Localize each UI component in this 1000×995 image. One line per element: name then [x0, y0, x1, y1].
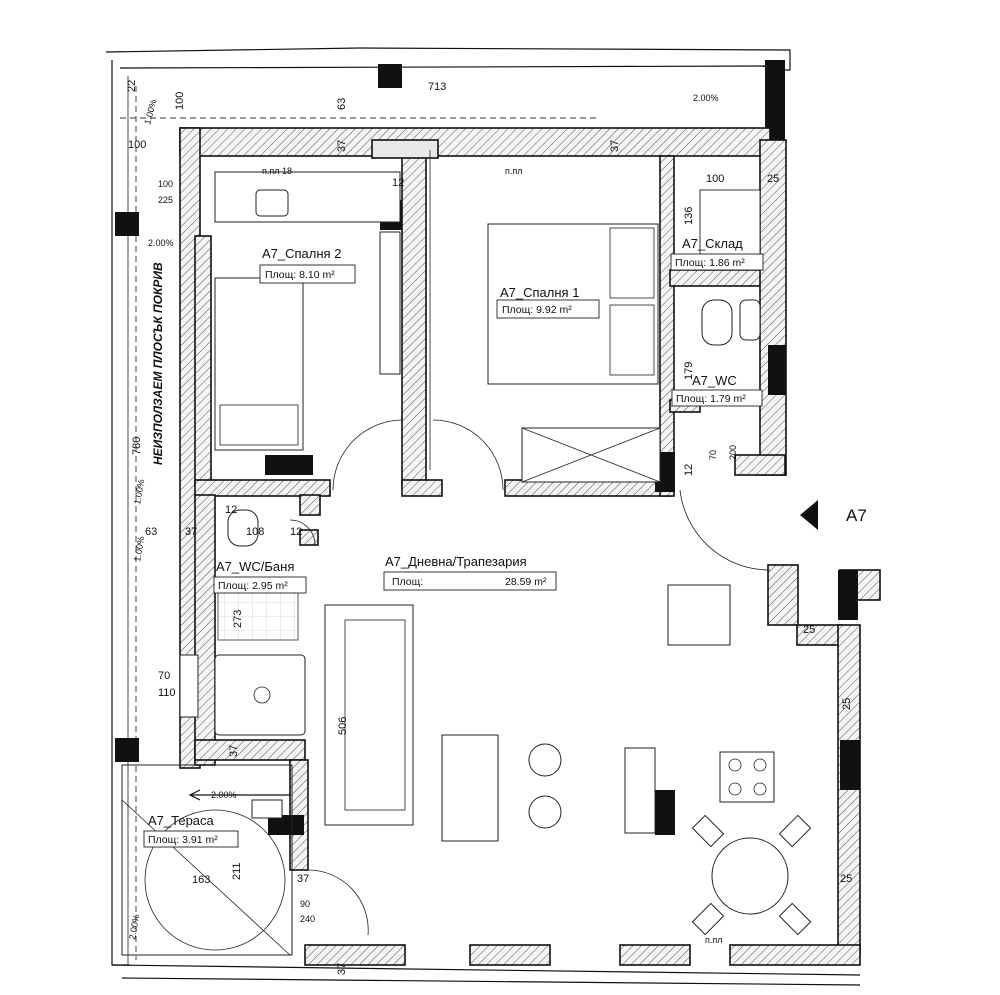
roof-column — [115, 738, 139, 762]
dim-63-left: 63 — [145, 526, 157, 538]
stool — [528, 743, 562, 777]
coffee-table — [441, 734, 499, 842]
dim-12-right: 12 — [683, 464, 695, 476]
bedroom1-floor-note: п.пл — [505, 166, 523, 176]
dim-37-terrace: 37 — [297, 873, 309, 885]
dim-25-wall: 25 — [841, 698, 853, 710]
ac-unit — [251, 799, 283, 819]
slope-3: 2.00% — [148, 238, 174, 248]
living-area-label: Площ: — [392, 576, 423, 588]
dim-37-left: 37 — [185, 526, 197, 538]
dim-273: 273 — [232, 610, 244, 628]
cooktop — [719, 751, 775, 803]
slope-6: 2.00% — [211, 790, 237, 800]
dim-200: 200 — [728, 445, 738, 460]
tv-unit — [624, 747, 656, 834]
shower-tray — [214, 654, 306, 736]
sofa — [324, 604, 414, 826]
terrace-name: A7_Тераса — [148, 813, 215, 828]
dim-179: 179 — [683, 362, 695, 380]
dim-37: 37 — [336, 140, 348, 152]
bedroom1-area: Площ: 9.92 m² — [502, 304, 572, 316]
roof-column — [115, 212, 139, 236]
dim-37-bath: 37 — [228, 745, 240, 757]
roof-column — [378, 64, 402, 88]
dim-100-left: 100 — [128, 139, 146, 151]
living-furniture — [324, 584, 812, 936]
dim-100: 100 — [706, 173, 724, 185]
washing-machine — [179, 654, 199, 718]
dim-240: 240 — [300, 914, 315, 924]
wc-bath-name: A7_WC/Баня — [216, 559, 294, 574]
bedroom1-name: A7_Спалня 1 — [500, 285, 579, 300]
bedroom2-name: A7_Спалня 2 — [262, 246, 341, 261]
slope-1: 1.00% — [142, 98, 158, 125]
terrace-area: Площ: 3.91 m² — [148, 834, 218, 846]
dim-12-bath: 12 — [225, 504, 237, 516]
room-labels: A7_Спалня 2 Площ: 8.10 m² п.пл 18 A7_Спа… — [143, 166, 764, 945]
dim-22: 22 — [126, 80, 138, 92]
toilet — [701, 299, 733, 346]
dim-37-bottom: 37 — [336, 963, 348, 975]
dimension-labels: 713 780 506 100 100 22 63 37 37 12 100 2… — [126, 80, 853, 975]
dim-25-living: 25 — [803, 624, 815, 636]
kitchen-unit — [667, 584, 731, 646]
bedroom2-floor-note: п.пл 18 — [262, 166, 292, 176]
dim-top-width: 713 — [428, 81, 446, 93]
dim-12-bath-right: 12 — [290, 526, 302, 538]
bedroom2-area: Площ: 8.10 m² — [265, 269, 335, 281]
dim-25: 25 — [767, 173, 779, 185]
living-area-value: 28.59 m² — [505, 576, 547, 588]
apartment-marker-label: A7 — [846, 506, 867, 525]
dim-37-right: 37 — [609, 140, 621, 152]
dim-63-top: 63 — [336, 98, 348, 110]
apartment-marker: A7 — [800, 500, 867, 530]
terrace — [121, 764, 293, 956]
dim-225: 225 — [158, 195, 173, 205]
dim-211: 211 — [231, 862, 243, 880]
wc-name: A7_WC — [692, 373, 737, 388]
storage-area: Площ: 1.86 m² — [675, 257, 745, 269]
dim-living-height: 506 — [337, 717, 349, 735]
toilet — [227, 509, 259, 547]
dim-100-small: 100 — [158, 179, 173, 189]
stool — [528, 795, 562, 829]
sink — [739, 299, 761, 341]
dim-25-bottom: 25 — [840, 873, 852, 885]
dim-163: 163 — [192, 874, 210, 886]
wardrobe — [379, 231, 401, 375]
chair — [255, 189, 289, 217]
dining-table — [711, 837, 789, 915]
wc-bath-area: Площ: 2.95 m² — [218, 580, 288, 592]
dim-136: 136 — [683, 207, 695, 225]
dim-roof-margin: 100 — [174, 92, 186, 110]
slope-labels: 1.00% 2.00% 2.00% 1.00% 1.00% 2.00% 2.00… — [127, 93, 718, 940]
dim-90: 90 — [300, 899, 310, 909]
roof-note: НЕИЗПОЛЗАЕМ ПЛОСЪК ПОКРИВ — [151, 262, 165, 465]
bedroom2-furniture — [214, 171, 401, 451]
desk — [214, 171, 401, 223]
dim-12: 12 — [392, 177, 404, 189]
storage-name: A7_Склад — [682, 236, 743, 251]
dim-left-height: 780 — [131, 437, 143, 455]
bed — [214, 277, 304, 451]
dim-110: 110 — [158, 687, 176, 699]
dim-70: 70 — [708, 450, 718, 460]
slope-4: 1.00% — [132, 478, 146, 505]
doors — [289, 419, 771, 936]
living-name: A7_Дневна/Трапезария — [385, 554, 527, 569]
slope-7: 2.00% — [127, 913, 141, 940]
dim-70-left: 70 — [158, 670, 170, 682]
terrace-floor-note: п.пл — [705, 935, 723, 945]
dim-108: 108 — [246, 526, 264, 538]
wc-area: Площ: 1.79 m² — [676, 393, 746, 405]
slope-5: 1.00% — [132, 535, 146, 562]
slope-2: 2.00% — [693, 93, 719, 103]
